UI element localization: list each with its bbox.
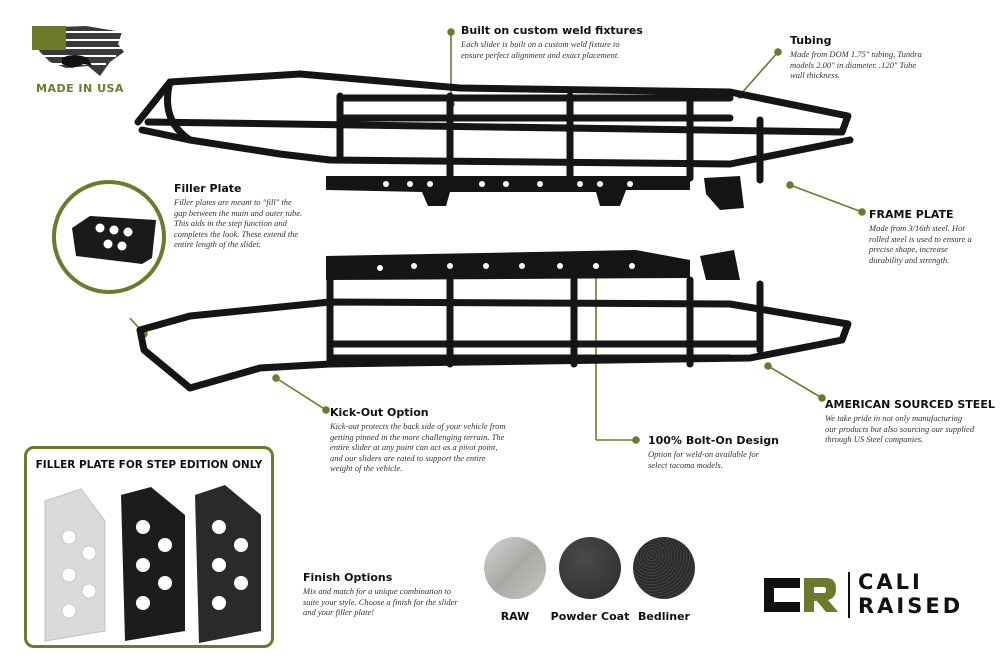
callout-frame-plate: FRAME PLATE Made from 3/16th steel. Hot … <box>869 208 973 265</box>
finish-label-raw: RAW <box>500 610 530 623</box>
rock-slider-bottom-image <box>136 250 852 392</box>
callout-filler-plate: Filler Plate Filler plates are meant to … <box>174 182 306 250</box>
callout-title: AMERICAN SOURCED STEEL <box>825 398 995 411</box>
logo-text-raised: RAISED <box>858 594 964 618</box>
rock-slider-top-image <box>134 70 854 210</box>
cali-raised-logo: CALI RAISED <box>760 568 970 622</box>
callout-text: Filler plates are meant to "fill" the ga… <box>174 197 303 249</box>
callout-text: Made from DOM 1.75" tubing, Tundra model… <box>790 49 922 80</box>
made-in-usa-label: MADE IN USA <box>36 82 124 95</box>
callout-bolt-on: 100% Bolt-On Design Option for weld-on a… <box>648 434 779 470</box>
callout-title: Filler Plate <box>174 182 242 195</box>
logo-divider <box>848 572 850 618</box>
logo-text-cali: CALI <box>858 570 923 594</box>
callout-title: Tubing <box>790 34 832 47</box>
callout-title: Kick-Out Option <box>330 406 429 419</box>
callout-text: Each slider is built on a custom weld fi… <box>461 39 620 60</box>
callout-text: Mix and match for a unique combination t… <box>303 586 458 617</box>
filler-plate-image <box>72 216 156 264</box>
callout-title: 100% Bolt-On Design <box>648 434 779 447</box>
callout-kick-out: Kick-Out Option Kick-out protects the ba… <box>330 406 510 474</box>
finish-swatch-powder-coat <box>559 537 621 599</box>
filler-plate-zoom-circle <box>52 180 166 294</box>
step-edition-box: FILLER PLATE FOR STEP EDITION ONLY <box>24 446 274 648</box>
filler-plate-finishes-image <box>44 485 261 643</box>
callout-american-steel: AMERICAN SOURCED STEEL We take pride in … <box>825 398 995 445</box>
callout-text: Made from 3/16th steel. Hot rolled steel… <box>869 223 972 265</box>
callout-title: FRAME PLATE <box>869 208 954 221</box>
made-in-usa-logo: MADE IN USA <box>26 22 126 102</box>
callout-text: We take pride in not only manufacturing … <box>825 413 975 444</box>
callout-title: Finish Options <box>303 571 393 584</box>
usa-flag-map-icon <box>32 26 124 76</box>
callout-tubing: Tubing Made from DOM 1.75" tubing, Tundr… <box>790 34 930 81</box>
step-edition-title: FILLER PLATE FOR STEP EDITION ONLY <box>35 459 263 471</box>
callout-weld-fixtures: Built on custom weld fixtures Each slide… <box>461 24 643 60</box>
callout-text: Kick-out protects the back side of your … <box>330 421 506 473</box>
finish-label-bedliner: Bedliner <box>638 610 690 623</box>
callout-text: Option for weld-on available for select … <box>648 449 759 470</box>
callout-title: Built on custom weld fixtures <box>461 24 643 37</box>
finish-label-powder-coat: Powder Coat <box>550 610 630 623</box>
cali-raised-mark-icon <box>764 578 838 612</box>
finish-swatch-raw <box>484 537 546 599</box>
finish-swatch-bedliner <box>633 537 695 599</box>
callout-finish-options: Finish Options Mix and match for a uniqu… <box>303 571 463 618</box>
